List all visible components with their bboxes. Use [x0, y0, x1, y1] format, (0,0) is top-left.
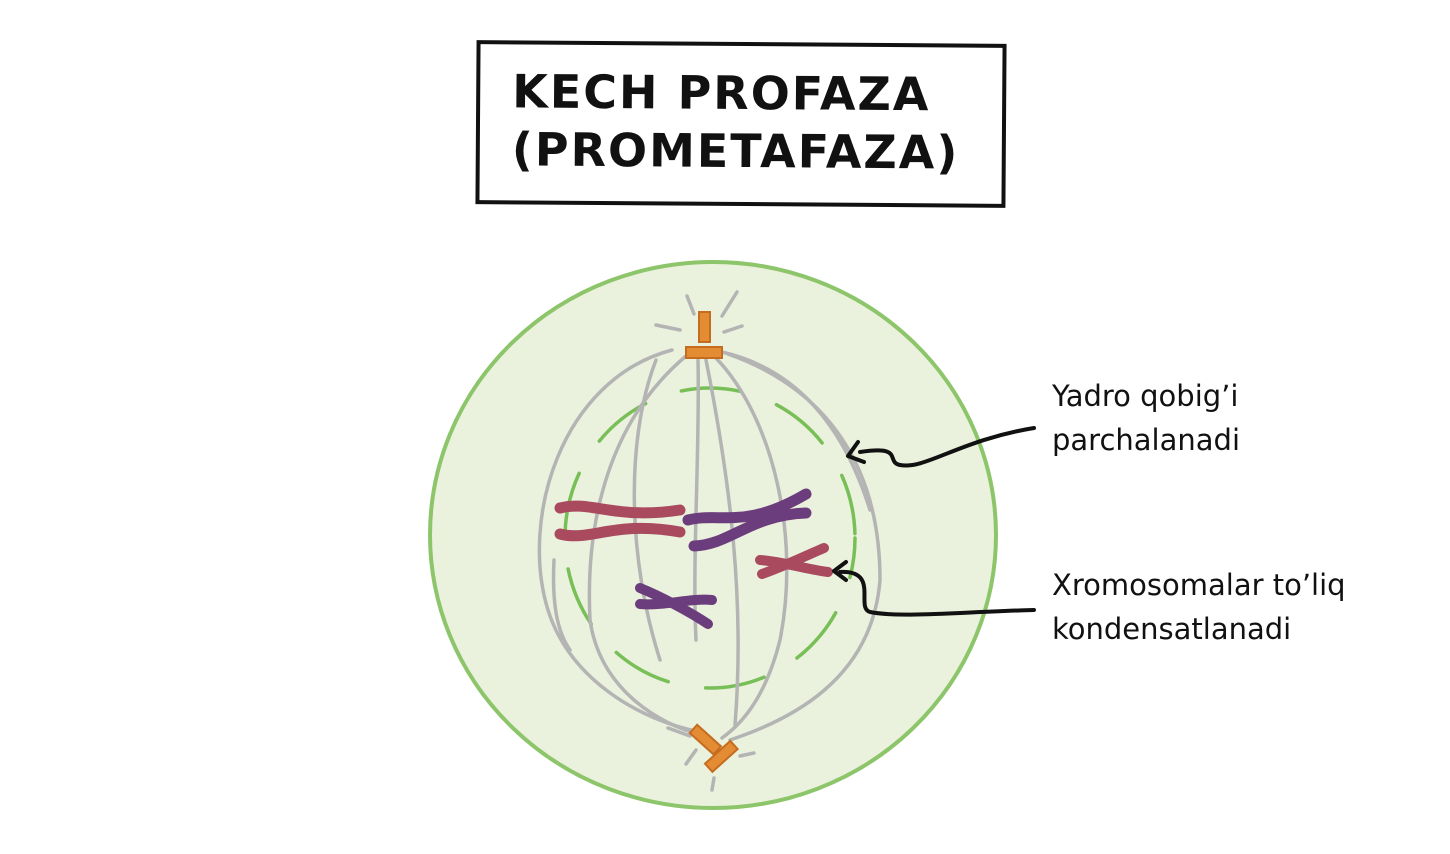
arrow-chromosomes: [832, 560, 1036, 617]
chromosome-purple-small: [635, 583, 717, 629]
spindle-fibers: [537, 348, 882, 742]
arrow-nuclear-envelope: [846, 426, 1036, 468]
label-nuclear-envelope: Yadro qobig’i parchalanadi: [1052, 374, 1240, 462]
label-chromosomes-line-2: kondensatlanadi: [1052, 612, 1292, 646]
label-chromosomes-line-1: Xromosomalar to’liq: [1052, 568, 1346, 602]
label-nuclear-envelope-line-1: Yadro qobig’i: [1052, 379, 1239, 413]
centrosome-top: [685, 311, 723, 359]
label-nuclear-envelope-line-2: parchalanadi: [1052, 423, 1241, 457]
chromosome-red-small: [755, 543, 833, 579]
cell-membrane: [428, 260, 998, 810]
centrosome-bottom: [688, 723, 740, 774]
label-chromosomes: Xromosomalar to’liq kondensatlanadi: [1052, 563, 1346, 651]
chromosome-purple-large: [682, 488, 812, 552]
chromosome-red-large: [554, 500, 686, 542]
astral-rays: [654, 290, 756, 792]
